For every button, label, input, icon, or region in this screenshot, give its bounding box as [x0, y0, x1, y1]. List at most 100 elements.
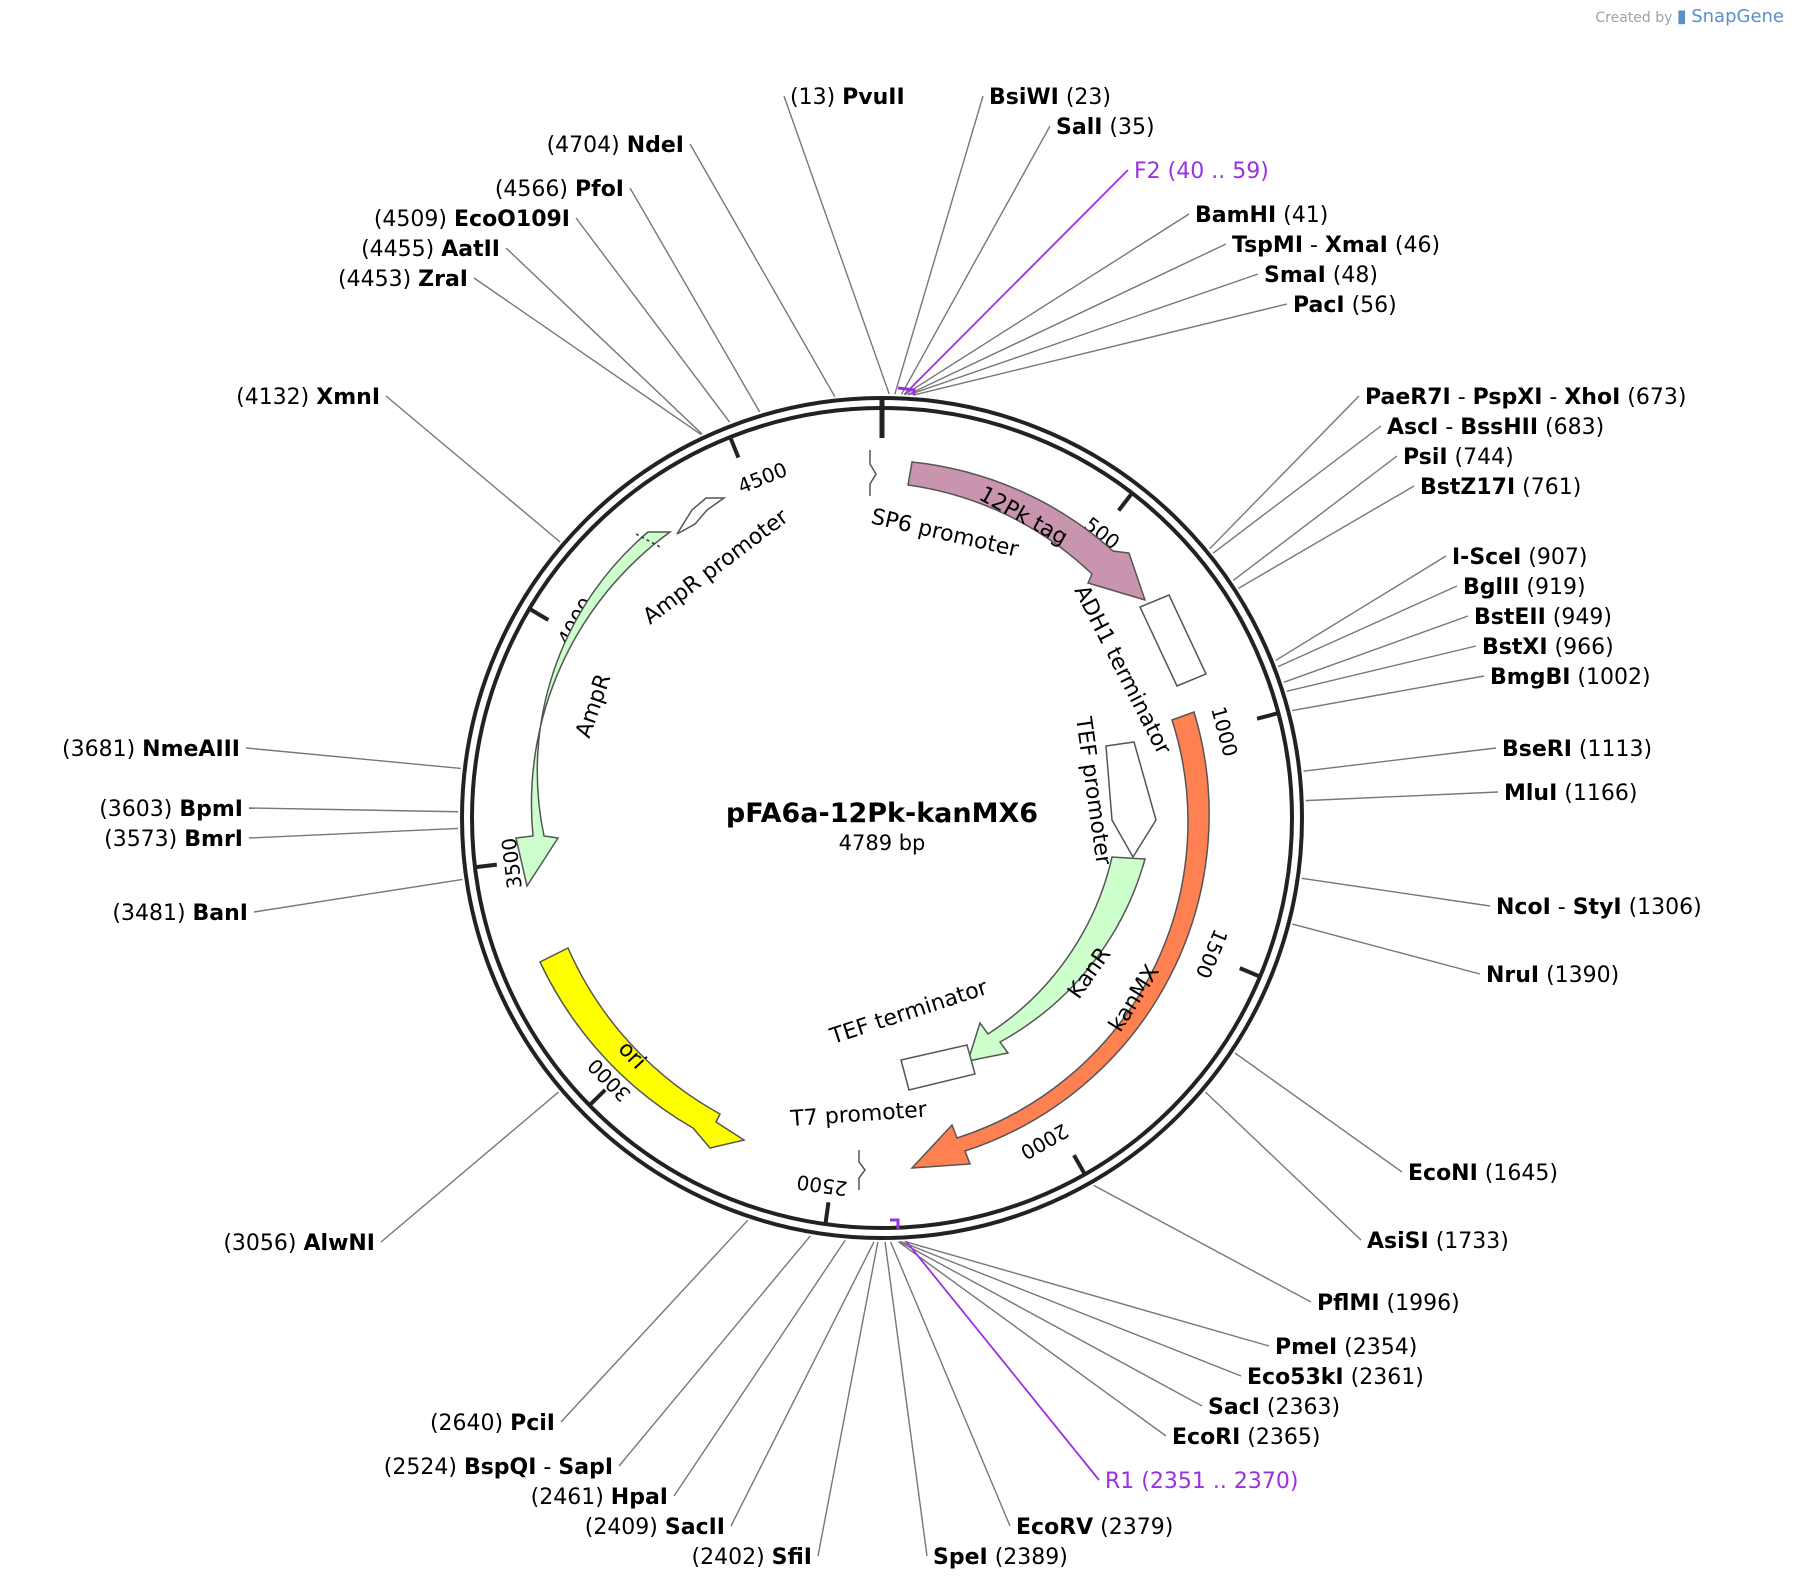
site-name: NdeI — [627, 133, 684, 158]
site-label-smai[interactable]: SmaI (48) — [1264, 263, 1378, 288]
site-label-alwni[interactable]: (3056) AlwNI — [223, 1231, 375, 1256]
site-label-eco53ki[interactable]: Eco53kI (2361) — [1247, 1365, 1424, 1390]
site-label-ndei[interactable]: (4704) NdeI — [547, 133, 684, 158]
feature-tef-terminator-shape[interactable] — [900, 1044, 976, 1091]
site-label-sfii[interactable]: (2402) SfiI — [692, 1545, 813, 1570]
site-label-bmgbi[interactable]: BmgBI (1002) — [1490, 665, 1651, 690]
site-label-spei[interactable]: SpeI (2389) — [933, 1545, 1068, 1570]
site-name: XmnI — [316, 385, 380, 410]
site-leader-ecorv — [889, 1241, 1011, 1527]
site-label-ecori[interactable]: EcoRI (2365) — [1172, 1425, 1320, 1450]
site-position: (13) — [790, 85, 842, 110]
site-label-bseri[interactable]: BseRI (1113) — [1502, 737, 1652, 762]
feature-adh1-terminator-shape[interactable] — [1138, 594, 1208, 687]
site-leader-nmeaiii — [245, 747, 461, 770]
site-label-mlui[interactable]: MluI (1166) — [1504, 781, 1637, 806]
site-leader-f2 — [903, 169, 1129, 396]
credit-brand: SnapGene — [1691, 6, 1784, 27]
site-name: PaeR7I — [1365, 385, 1451, 410]
site-label-i-scei[interactable]: I-SceI (907) — [1452, 545, 1587, 570]
snapgene-logo-icon: ▮ — [1676, 6, 1687, 27]
feature-12pk-tag-shape[interactable] — [907, 461, 1147, 602]
site-label-pmei[interactable]: PmeI (2354) — [1275, 1335, 1417, 1360]
site-label-pcii[interactable]: (2640) PciI — [430, 1411, 555, 1436]
site-name: AscI — [1387, 415, 1438, 440]
site-label-bspqi-sapi[interactable]: (2524) BspQI - SapI — [384, 1455, 613, 1480]
site-label-ecoo109i[interactable]: (4509) EcoO109I — [374, 207, 570, 232]
site-label-psii[interactable]: PsiI (744) — [1403, 445, 1514, 470]
site-label-paci[interactable]: PacI (56) — [1293, 293, 1397, 318]
site-label-asisi[interactable]: AsiSI (1733) — [1367, 1229, 1509, 1254]
site-name: HpaI — [611, 1485, 668, 1510]
site-label-bmri[interactable]: (3573) BmrI — [104, 827, 243, 852]
site-label-ncoi-styi[interactable]: NcoI - StyI (1306) — [1496, 895, 1702, 920]
feature-ori-shape[interactable] — [539, 946, 746, 1149]
site-name: BpmI — [179, 797, 243, 822]
site-label-saci[interactable]: SacI (2363) — [1208, 1395, 1340, 1420]
site-label-bsiwi[interactable]: BsiWI (23) — [989, 85, 1111, 110]
site-label-aatii[interactable]: (4455) AatII — [361, 237, 500, 262]
site-label-hpai[interactable]: (2461) HpaI — [531, 1485, 668, 1510]
site-name: AsiSI — [1367, 1229, 1429, 1254]
site-label-bamhi[interactable]: BamHI (41) — [1195, 203, 1328, 228]
site-label-nmeaiii[interactable]: (3681) NmeAIII — [62, 737, 240, 762]
leader-layer — [245, 95, 1499, 1557]
feature-tef-promoter-shape[interactable] — [1105, 741, 1157, 859]
site-labels: (13) PvuII BsiWI (23) SalI (35) F2 (40 .. 5… — [62, 85, 1702, 1570]
site-position: (907) — [1521, 545, 1587, 570]
feature-sp6-promoter-shape[interactable] — [869, 450, 877, 496]
site-label-bani[interactable]: (3481) BanI — [112, 901, 248, 926]
feature-label-tef-promoter: TEF promoter — [1070, 714, 1116, 867]
site-position: (919) — [1519, 575, 1585, 600]
feature-kanmx-shape[interactable] — [910, 711, 1210, 1169]
site-name: EcoRI — [1172, 1425, 1240, 1450]
site-name: ZraI — [418, 267, 468, 292]
tick-mark-3500 — [474, 862, 498, 870]
site-label-sali[interactable]: SalI (35) — [1056, 115, 1155, 140]
site-leader-smai — [908, 273, 1259, 396]
site-position: (949) — [1546, 605, 1612, 630]
site-name: SfiI — [772, 1545, 812, 1570]
feature-label-t7-promoter: T7 promoter — [789, 1097, 929, 1132]
site-label-nrui[interactable]: NruI (1390) — [1486, 963, 1619, 988]
site-separator: - — [1542, 385, 1564, 410]
site-label-pfoi[interactable]: (4566) PfoI — [495, 177, 624, 202]
feature-t7-promoter-shape[interactable] — [858, 1150, 866, 1190]
site-name: SacI — [1208, 1395, 1260, 1420]
site-name: SpeI — [933, 1545, 988, 1570]
site-label-pvuii[interactable]: (13) PvuII — [790, 85, 905, 110]
site-leader-aatii — [505, 247, 703, 435]
site-label-sacii[interactable]: (2409) SacII — [585, 1515, 725, 1540]
site-position: (1733) — [1429, 1229, 1509, 1254]
site-label-asci-bsshii[interactable]: AscI - BssHII (683) — [1387, 415, 1604, 440]
site-leader-ndei — [689, 143, 836, 397]
site-label-r1[interactable]: R1 (2351 .. 2370) — [1105, 1469, 1298, 1494]
site-label-zrai[interactable]: (4453) ZraI — [338, 267, 468, 292]
site-leader-pmei — [904, 1240, 1270, 1347]
site-position: (56) — [1345, 293, 1397, 318]
site-position: (3573) — [104, 827, 184, 852]
site-label-pflmi[interactable]: PflMI (1996) — [1317, 1291, 1460, 1316]
site-label-bglii[interactable]: BglII (919) — [1463, 575, 1586, 600]
feature-ampr-shape[interactable] — [515, 531, 673, 888]
site-label-f2[interactable]: F2 (40 .. 59) — [1134, 159, 1269, 184]
site-name: EcoRV — [1016, 1515, 1093, 1540]
site-label-tspmi-xmai[interactable]: TspMI - XmaI (46) — [1232, 233, 1440, 258]
site-name: BsiWI — [989, 85, 1059, 110]
site-position: (46) — [1388, 233, 1440, 258]
site-label-bpmi[interactable]: (3603) BpmI — [99, 797, 243, 822]
site-position: (3681) — [62, 737, 142, 762]
site-label-bstxi[interactable]: BstXI (966) — [1482, 635, 1614, 660]
site-label-xmni[interactable]: (4132) XmnI — [236, 385, 380, 410]
site-name: AlwNI — [304, 1231, 376, 1256]
site-label-bstz17i[interactable]: BstZ17I (761) — [1420, 475, 1581, 500]
site-position: (2379) — [1093, 1515, 1173, 1540]
site-label-econi[interactable]: EcoNI (1645) — [1408, 1161, 1558, 1186]
site-position: (4566) — [495, 177, 575, 202]
site-position: (4453) — [338, 267, 418, 292]
site-label-ecorv[interactable]: EcoRV (2379) — [1016, 1515, 1173, 1540]
site-label-paer7i-pspxi-xhoi[interactable]: PaeR7I - PspXI - XhoI (673) — [1365, 385, 1686, 410]
site-name: BmgBI — [1490, 665, 1570, 690]
site-label-bsteii[interactable]: BstEII (949) — [1474, 605, 1612, 630]
feature-ampr-promoter-shape[interactable] — [676, 497, 727, 535]
